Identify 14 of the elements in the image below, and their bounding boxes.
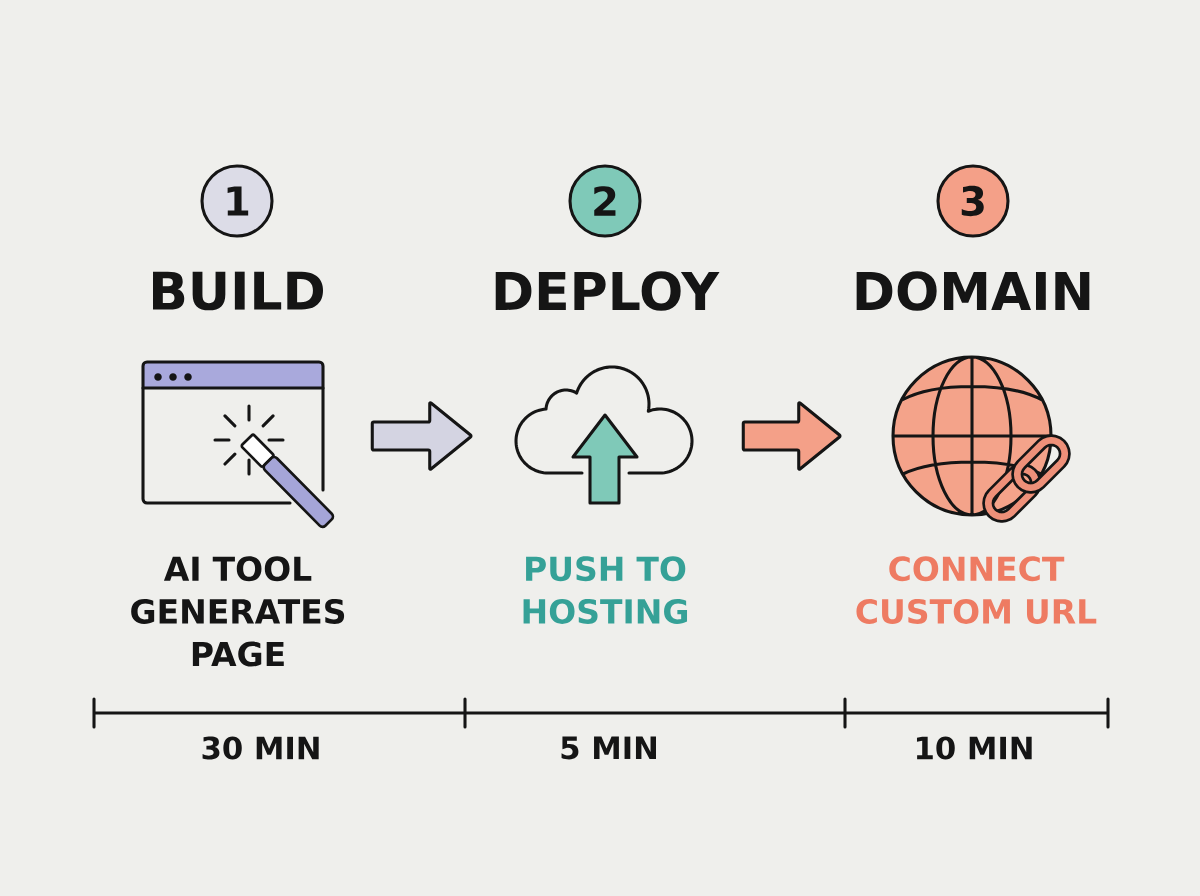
step-description: PUSH TO HOSTING <box>523 556 688 624</box>
duration-label: 30 MIN <box>202 736 319 760</box>
globe-link-icon <box>891 355 1071 523</box>
browser-wand-icon <box>141 360 335 529</box>
step-heading: BUILD <box>153 271 323 311</box>
duration-label: 5 MIN <box>561 736 656 760</box>
step-description: AI TOOL GENERATES PAGE <box>131 556 345 667</box>
block-arrow <box>741 401 842 471</box>
cloud-upload-icon <box>514 365 694 505</box>
duration-label: 10 MIN <box>917 736 1032 760</box>
step-heading: DOMAIN <box>856 271 1090 311</box>
block-arrow <box>370 401 473 471</box>
step-description: CONNECT CUSTOM URL <box>856 556 1097 624</box>
step-heading: DEPLOY <box>495 271 720 311</box>
